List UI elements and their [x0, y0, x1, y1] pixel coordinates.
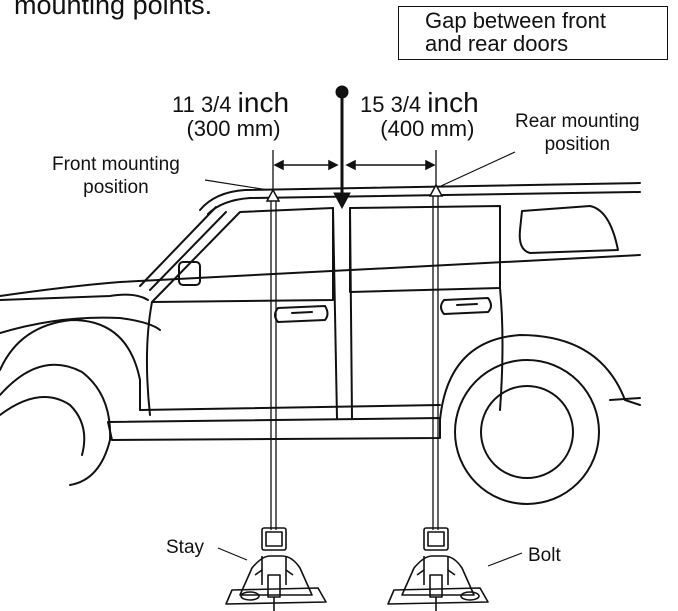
b-pillar: [332, 207, 353, 419]
front-dim-value: 11 3/4: [172, 92, 232, 117]
rear-dimension-label: 15 3/4 inch (400 mm): [360, 87, 479, 142]
lower-body: [139, 404, 441, 411]
gap-pointer-arrowhead: [333, 192, 351, 210]
gap-callout-line1: Gap between front: [425, 8, 607, 33]
gap-callout-box: Gap between front and rear doors: [398, 6, 668, 60]
front-mount-label: Front mounting position: [52, 153, 180, 199]
bolt-leader: [487, 552, 523, 567]
rear-wheel-arch: [439, 334, 641, 421]
front-dim-metric: (300 mm): [186, 116, 281, 142]
rear-leader: [440, 151, 516, 187]
rear-window: [349, 205, 501, 293]
bolt-label: Bolt: [528, 545, 561, 566]
front-leader: [204, 179, 269, 191]
front-wheel-arch: [0, 319, 141, 411]
front-wheel-inner: [0, 396, 86, 456]
front-door-handle: [274, 305, 329, 323]
rear-mount-marker: [428, 183, 444, 197]
beltline: [0, 316, 161, 334]
front-dim-unit: inch: [237, 87, 290, 118]
rear-mount-label-line2: position: [544, 134, 611, 155]
rear-dim-value: 15 3/4: [360, 92, 422, 117]
stay-leader: [217, 547, 248, 561]
rear-dim-metric: (400 mm): [380, 116, 475, 142]
front-door-edge: [145, 301, 153, 416]
rear-dim-unit: inch: [427, 87, 479, 118]
rear-wheel: [454, 359, 600, 505]
front-window: [151, 207, 334, 303]
gap-callout-line2: and rear doors: [425, 31, 569, 56]
hood-front: [0, 293, 149, 301]
rear-door-handle: [440, 297, 492, 315]
front-mount-label-line2: position: [83, 177, 149, 198]
header-text: mounting points.: [14, 0, 213, 20]
stay-label: Stay: [166, 537, 205, 558]
front-bracket: [225, 527, 327, 611]
hood-line: [0, 254, 641, 297]
quarter-window: [518, 205, 619, 254]
front-dimension-label: 11 3/4 inch (300 mm): [172, 87, 290, 142]
roof-rail: [199, 182, 641, 211]
rear-door-edge: [499, 287, 504, 411]
rear-wheel-hub: [480, 385, 574, 479]
side-mirror: [178, 261, 201, 286]
front-mount-marker: [265, 188, 281, 202]
rear-bumper: [609, 397, 641, 401]
rear-mount-label: Rear mounting position: [515, 110, 640, 156]
rear-bracket: [387, 527, 489, 611]
rocker-sill: [107, 417, 441, 441]
front-mount-label-line1: Front mounting: [52, 154, 180, 175]
a-pillar: [139, 206, 227, 291]
front-wheel: [0, 363, 112, 486]
rear-mount-label-line1: Rear mounting: [515, 111, 640, 132]
